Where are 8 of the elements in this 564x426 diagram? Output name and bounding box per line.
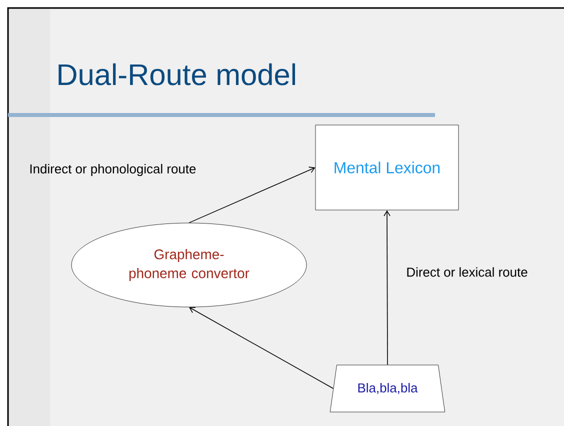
route-label: Direct or lexical route — [407, 267, 528, 277]
route-label: Indirect or phonological route — [30, 164, 196, 176]
input-trapezium: Bla,bla,bla — [330, 364, 446, 412]
arrow — [189, 307, 334, 389]
title: Dual-Route model — [58, 63, 296, 86]
lexicon-box: Mental Lexicon — [315, 124, 459, 210]
arrow — [188, 166, 316, 224]
arrow — [384, 210, 390, 366]
